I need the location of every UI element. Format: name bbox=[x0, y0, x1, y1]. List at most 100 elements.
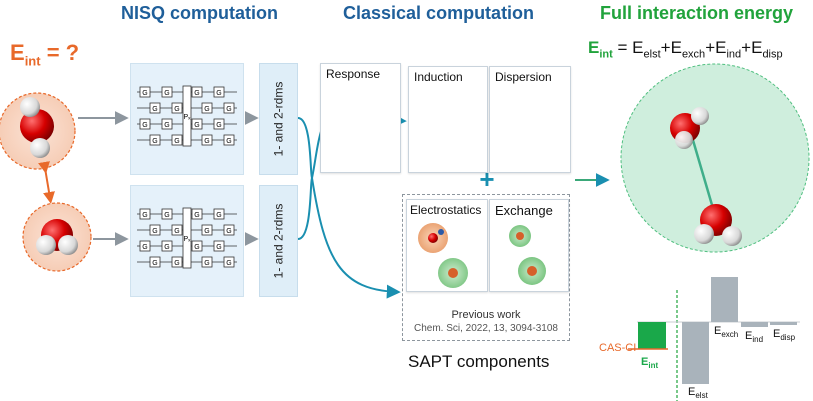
panel-title-induction: Induction bbox=[414, 70, 463, 84]
gate: G bbox=[223, 224, 235, 236]
svg-text:G: G bbox=[226, 138, 231, 145]
rdm-box-top: 1- and 2-rdms bbox=[259, 63, 298, 175]
eint-question: Eint = ? bbox=[10, 40, 79, 68]
svg-text:G: G bbox=[204, 260, 209, 267]
svg-text:G: G bbox=[164, 212, 169, 219]
panel-exchange: Exchange bbox=[489, 199, 569, 292]
gate: G bbox=[191, 118, 203, 130]
svg-text:G: G bbox=[152, 260, 157, 267]
label-ind: Eind bbox=[745, 330, 764, 345]
gate: G bbox=[191, 208, 203, 220]
interaction-equation: Eint = Eelst+Eexch+Eind+Edisp bbox=[588, 38, 783, 60]
dimer-complex bbox=[620, 63, 810, 253]
panel-title-electrostatics: Electrostatics bbox=[410, 203, 482, 217]
svg-text:G: G bbox=[226, 228, 231, 235]
svg-text:G: G bbox=[152, 106, 157, 113]
gate: G bbox=[171, 102, 183, 114]
panel-title-exchange: Exchange bbox=[495, 203, 553, 218]
monomer-a bbox=[0, 92, 76, 170]
svg-text:G: G bbox=[152, 228, 157, 235]
equation-lhs: Eint bbox=[588, 38, 613, 61]
label-elst: Eelst bbox=[688, 386, 708, 401]
svg-text:G: G bbox=[174, 138, 179, 145]
panel-electrostatics: Electrostatics bbox=[406, 199, 488, 292]
gate: G bbox=[149, 256, 161, 268]
perm-gate bbox=[182, 85, 192, 147]
gate: G bbox=[213, 208, 225, 220]
svg-text:G: G bbox=[204, 106, 209, 113]
bar-exch bbox=[711, 277, 738, 322]
header-nisq: NISQ computation bbox=[121, 3, 278, 23]
electrostatics-graphic bbox=[418, 223, 468, 288]
panel-dispersion: Dispersion bbox=[489, 66, 571, 173]
gate: G bbox=[139, 86, 151, 98]
svg-text:G: G bbox=[216, 244, 221, 251]
perm-gate-label: Pₓ bbox=[184, 236, 192, 243]
previous-work-title: Previous work bbox=[451, 309, 521, 321]
sapt-components-label: SAPT components bbox=[408, 352, 550, 371]
svg-text:G: G bbox=[142, 244, 147, 251]
gate: G bbox=[171, 224, 183, 236]
bar-disp bbox=[770, 322, 797, 325]
perm-gate-label: Pₓ bbox=[184, 114, 192, 121]
gate: G bbox=[223, 134, 235, 146]
svg-text:G: G bbox=[164, 244, 169, 251]
panel-induction: Induction bbox=[408, 66, 488, 173]
perm-gate bbox=[182, 207, 192, 269]
svg-text:G: G bbox=[142, 90, 147, 97]
gate: G bbox=[213, 240, 225, 252]
gate: G bbox=[223, 256, 235, 268]
svg-text:G: G bbox=[194, 244, 199, 251]
svg-text:G: G bbox=[216, 122, 221, 129]
svg-text:G: G bbox=[174, 106, 179, 113]
label-eint: Eint bbox=[641, 356, 659, 371]
gate: G bbox=[161, 240, 173, 252]
panel-title-response: Response bbox=[326, 67, 381, 81]
rdm-label: 1- and 2-rdms bbox=[271, 203, 286, 279]
svg-text:G: G bbox=[194, 212, 199, 219]
eint-equals-question: = ? bbox=[40, 40, 80, 65]
gate: G bbox=[191, 86, 203, 98]
rdm-box-bottom: 1- and 2-rdms bbox=[259, 185, 298, 297]
eint-subscript: int bbox=[24, 53, 41, 69]
label-disp: Edisp bbox=[773, 328, 796, 343]
gate: G bbox=[139, 240, 151, 252]
svg-text:G: G bbox=[194, 122, 199, 129]
gate: G bbox=[191, 240, 203, 252]
gate: G bbox=[161, 208, 173, 220]
svg-text:G: G bbox=[204, 228, 209, 235]
exchange-graphic bbox=[509, 225, 546, 285]
gate: G bbox=[139, 208, 151, 220]
gate: G bbox=[149, 102, 161, 114]
svg-text:G: G bbox=[216, 90, 221, 97]
gate: G bbox=[149, 224, 161, 236]
gate: G bbox=[161, 86, 173, 98]
energy-bar-chart bbox=[628, 277, 800, 401]
svg-text:G: G bbox=[164, 90, 169, 97]
svg-text:G: G bbox=[174, 260, 179, 267]
equation-rhs: = Eelst+Eexch+Eind+Edisp bbox=[617, 38, 783, 61]
svg-text:G: G bbox=[194, 90, 199, 97]
svg-text:G: G bbox=[142, 212, 147, 219]
gate: G bbox=[201, 224, 213, 236]
monomer-b bbox=[22, 202, 92, 272]
eint-symbol: E bbox=[10, 40, 25, 65]
gate: G bbox=[171, 134, 183, 146]
gate: G bbox=[201, 256, 213, 268]
bar-eint bbox=[638, 322, 666, 349]
gate: G bbox=[213, 118, 225, 130]
gate: G bbox=[201, 102, 213, 114]
previous-work-citation: Chem. Sci, 2022, 13, 3094-3108 bbox=[414, 323, 558, 334]
svg-text:G: G bbox=[142, 122, 147, 129]
gate: G bbox=[201, 134, 213, 146]
bar-elst bbox=[682, 322, 709, 384]
cas-ci-label: CAS-CI bbox=[599, 342, 637, 354]
svg-text:G: G bbox=[174, 228, 179, 235]
svg-text:G: G bbox=[164, 122, 169, 129]
gate: G bbox=[149, 134, 161, 146]
